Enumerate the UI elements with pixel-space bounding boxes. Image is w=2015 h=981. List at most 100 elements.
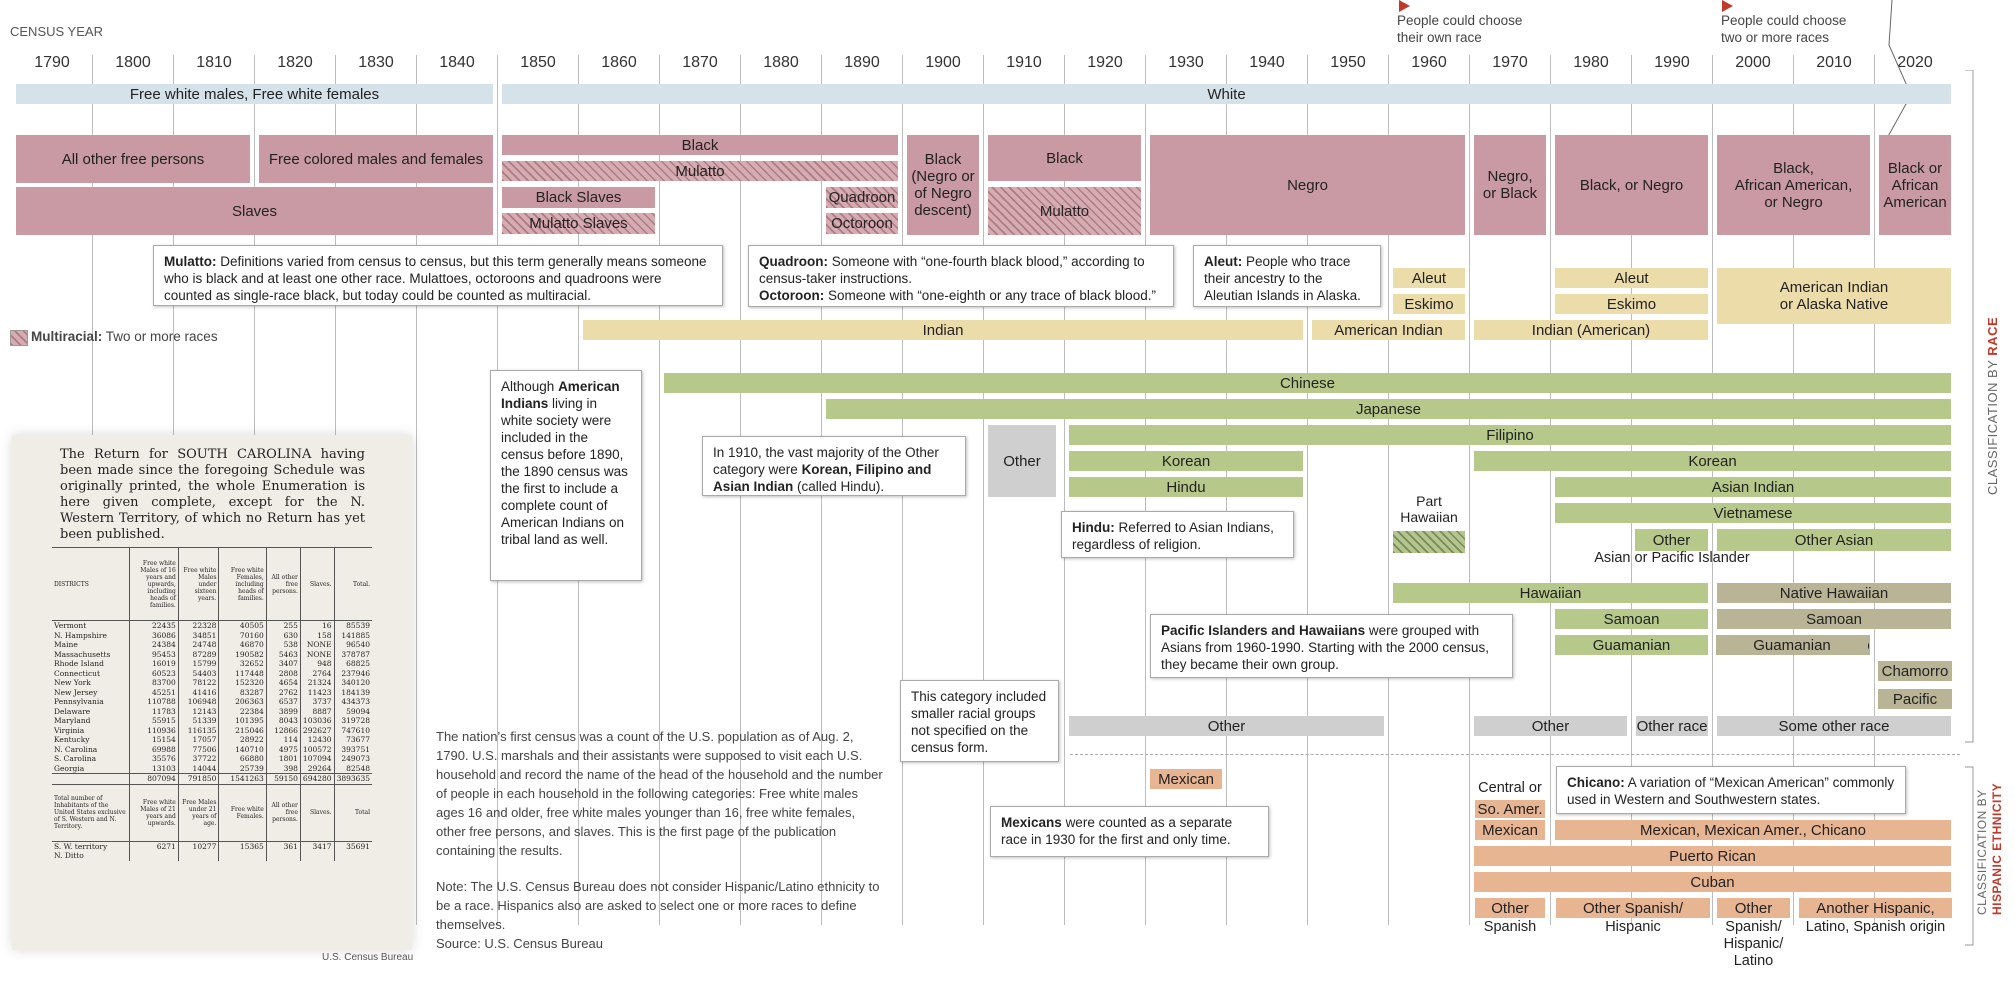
doc-cell: 393751 [333, 744, 372, 754]
bar-other-1970: Other [1474, 716, 1627, 736]
flag-icon-1960 [1399, 0, 1410, 12]
doc-header-cell: Total [333, 783, 372, 842]
doc-total-cell: 807094 [129, 773, 179, 785]
doc-cell: 117448 [218, 668, 267, 678]
bar-korean-1920: Korean [1069, 451, 1303, 471]
doc-cell: 152320 [218, 678, 267, 688]
doc-cell: N. Carolina [54, 744, 98, 754]
doc-cell: 15799 [177, 659, 219, 669]
doc-cell: Vermont [54, 621, 87, 630]
year-label-2000: 2000 [1735, 54, 1771, 71]
doc-cell: 24748 [177, 640, 219, 650]
doc-cell: 22328 [177, 620, 219, 631]
doc-cell: 1801 [265, 754, 301, 764]
doc-cell: 12866 [265, 725, 301, 735]
bar-free-colored-males-and-females-1820: Free colored males and females [259, 135, 493, 183]
bar-black-slaves-1850: Black Slaves [502, 187, 655, 208]
othercat-text: This category included smaller racial gr… [911, 689, 1047, 755]
pacific-term: Pacific Islanders and Hawaiians [1161, 623, 1366, 638]
bar-central-or-so-amer-1970: So. Amer. [1475, 800, 1545, 818]
doc-cell: 3737 [299, 697, 335, 707]
bar-slaves-1790: Slaves [16, 187, 493, 235]
hisp-side-prefix: CLASSIFICATION BY [1975, 789, 1989, 915]
hisp-side-word: HISPANIC ETHNICITY [1990, 782, 2004, 915]
doc-cell: 78122 [177, 678, 219, 688]
doc-total-cell: 791850 [177, 773, 219, 785]
bar-other-1910: Other [988, 425, 1056, 497]
doc-cell: 15365 [218, 841, 267, 851]
doc-cell [333, 851, 372, 861]
doc-cell [129, 851, 179, 861]
doc-cell: 184139 [333, 687, 372, 697]
doc-cell: S. W. territory [54, 841, 108, 851]
doc-cell: 35576 [129, 754, 179, 764]
doc-cell: 22435 [129, 620, 179, 631]
doc-cell: NONE [299, 640, 335, 650]
doc-cell: 36086 [129, 630, 179, 640]
year-label-1820: 1820 [277, 54, 313, 71]
quadroon-term: Quadroon: [759, 254, 828, 269]
doc-cell: 54403 [177, 668, 219, 678]
aleut-note: Aleut: People who trace their ancestry t… [1193, 245, 1381, 307]
doc-cell: 32652 [218, 659, 267, 669]
doc-cell: 11423 [299, 687, 335, 697]
bar-hawaiian-1960: Hawaiian [1393, 583, 1708, 603]
doc-cell: 70160 [218, 630, 267, 640]
aleut-term: Aleut: [1204, 254, 1243, 269]
label-another-hispanic-latino-spanish-origin-cont: Latino, Spanish origin [1805, 919, 1946, 935]
label-other-spanish-hispanic-latino-cont: Spanish/ Hispanic/ Latino [1723, 919, 1784, 969]
bar-other-spanish-hispanic-1980: Other Spanish/ [1556, 898, 1710, 918]
bar-mexican-1930: Mexican [1150, 769, 1222, 789]
doc-cell: 101395 [218, 716, 267, 726]
mulatto-term: Mulatto: [164, 254, 217, 269]
bar-quadroon-1890: Quadroon [826, 187, 898, 208]
multiracial-desc: Two or more races [105, 329, 218, 344]
doc-cell: 378787 [333, 649, 372, 659]
doc-cell: 21324 [299, 678, 335, 688]
aleut-text: People who trace their ancestry to the A… [1204, 254, 1361, 303]
quadroon-note: Quadroon: Someone with “one-fourth black… [748, 245, 1174, 307]
doc-cell: N. Ditto [54, 851, 84, 860]
bar-guamanian-1980: Guamanian [1555, 635, 1708, 655]
year-label-1940: 1940 [1249, 54, 1285, 71]
doc-header-cell: Free white Males of 16 years and upwards… [129, 547, 179, 621]
doc-cell: NONE [299, 649, 335, 659]
hindu-text: Referred to Asian Indians, regardless of… [1072, 520, 1274, 552]
census-year-label: CENSUS YEAR [10, 24, 103, 39]
american-indians-note: Although American Indians living in whit… [490, 370, 642, 581]
doc-cell: 14044 [177, 763, 219, 774]
year-label-1840: 1840 [439, 54, 475, 71]
choose-two-note: People could choose two or more races [1721, 12, 1861, 46]
doc-cell: Virginia [54, 725, 85, 735]
doc-cell: Maine [54, 640, 78, 649]
doc-cell: 319728 [333, 716, 372, 726]
doc-header-cell: Free Males under 21 years of age. [177, 783, 219, 842]
doc-cell: 538 [265, 640, 301, 650]
choose-two-text: People could choose two or more races [1721, 13, 1847, 45]
bar-black-1910: Black [988, 135, 1141, 181]
doc-cell: Maryland [54, 716, 91, 725]
doc-header-cell: Total number of Inhabitants of the Unite… [52, 783, 130, 842]
bar-mulatto-1910: Mulatto [988, 187, 1141, 235]
census-document-image: The Return for SOUTH CAROLINA having bee… [12, 435, 412, 950]
doc-total-cell: 1541263 [218, 773, 267, 785]
doc-cell: 4654 [265, 678, 301, 688]
pointer-lines [1885, 0, 1912, 140]
doc-header-cell: Free white Males of 21 years and upwards… [129, 783, 179, 842]
bar-eskimo-1960: Eskimo [1393, 294, 1465, 314]
year-label-1900: 1900 [925, 54, 961, 71]
doc-header-cell: Total. [333, 547, 372, 621]
doc-cell: 34851 [177, 630, 219, 640]
doc-cell: 37722 [177, 754, 219, 764]
bar-samoan-2000: Samoan [1717, 609, 1951, 629]
